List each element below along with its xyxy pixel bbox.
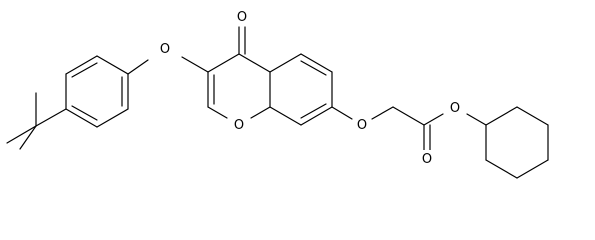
atom-label-ether-oxygen: O <box>355 116 369 133</box>
svg-text:O: O <box>422 152 432 167</box>
atom-label-aryl-ether-oxygen: O <box>158 40 172 57</box>
atom-label-ketone-oxygen: O <box>235 8 249 25</box>
cyclohexyl-ring <box>485 106 549 179</box>
svg-text:O: O <box>237 10 247 25</box>
svg-text:O: O <box>160 42 170 57</box>
atom-label-carbonyl-oxygen: O <box>420 150 434 167</box>
svg-text:O: O <box>450 101 460 116</box>
atom-label-ester-oxygen: O <box>448 99 462 116</box>
aryl-ether-linkage <box>127 56 209 75</box>
tert-butyl-group <box>6 92 67 150</box>
phenoxy-ring <box>65 55 129 128</box>
oxyacetate-ester-chain <box>331 106 487 151</box>
chromone-benzo-ring <box>269 53 333 126</box>
chromone-pyranone-ring <box>207 26 271 119</box>
atom-label-ring-oxygen: O <box>232 116 246 133</box>
chemical-structure-diagram: O O O O O O <box>6 8 549 179</box>
svg-text:O: O <box>234 118 244 133</box>
svg-text:O: O <box>357 118 367 133</box>
